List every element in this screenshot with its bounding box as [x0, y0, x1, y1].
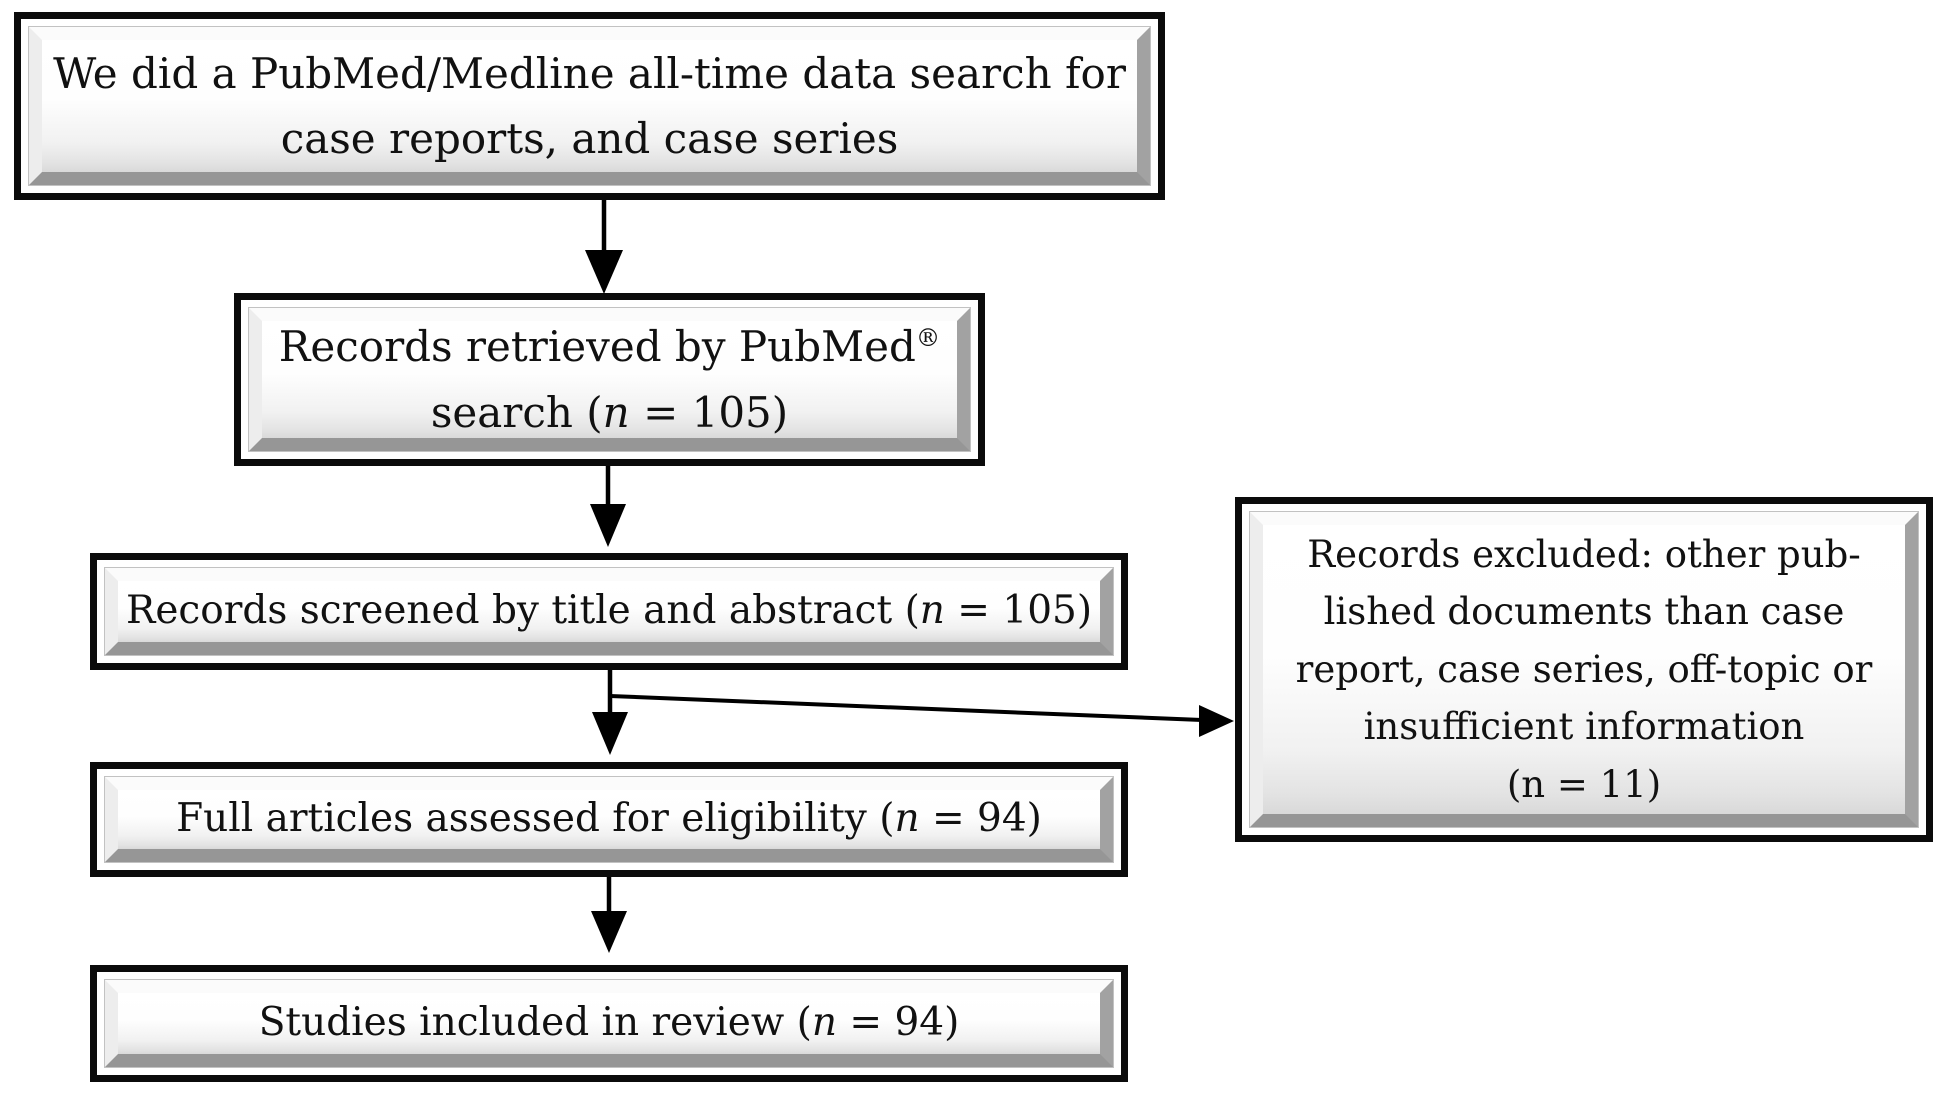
box-full-articles-assessed-text: Full articles assessed for eligibility (…: [176, 796, 1042, 842]
box-bevel: Records retrieved by PubMed®search (n = …: [249, 308, 970, 451]
box-search-statement: We did a PubMed/Medline all-time data se…: [14, 12, 1165, 200]
box-records-excluded: Records excluded: other pub-lished docum…: [1235, 497, 1933, 842]
box-records-screened-text: Records screened by title and abstract (…: [125, 588, 1093, 634]
box-studies-included: Studies included in review (n = 94): [90, 965, 1128, 1082]
arrow-screened-to-excluded: [609, 694, 1234, 737]
box-bevel: Records excluded: other pub-lished docum…: [1250, 512, 1918, 827]
box-bevel: Full articles assessed for eligibility (…: [105, 777, 1113, 862]
arrow-search-to-retrieved: [585, 200, 623, 294]
box-bevel: Records screened by title and abstract (…: [105, 568, 1113, 655]
box-bevel: We did a PubMed/Medline all-time data se…: [29, 27, 1150, 185]
arrow-eligibility-to-included: [591, 877, 627, 953]
box-studies-included-text: Studies included in review (n = 94): [258, 1000, 960, 1046]
arrow-screened-to-eligibility: [592, 670, 628, 755]
box-records-screened: Records screened by title and abstract (…: [90, 553, 1128, 670]
box-records-excluded-text: Records excluded: other pub-lished docum…: [1295, 533, 1873, 806]
box-full-articles-assessed: Full articles assessed for eligibility (…: [90, 762, 1128, 877]
box-bevel: Studies included in review (n = 94): [105, 980, 1113, 1067]
box-search-statement-text: We did a PubMed/Medline all-time data se…: [53, 48, 1126, 163]
box-records-retrieved-text: Records retrieved by PubMed®search (n = …: [278, 322, 941, 437]
arrow-retrieved-to-screened: [590, 466, 626, 547]
box-records-retrieved: Records retrieved by PubMed®search (n = …: [234, 293, 985, 466]
